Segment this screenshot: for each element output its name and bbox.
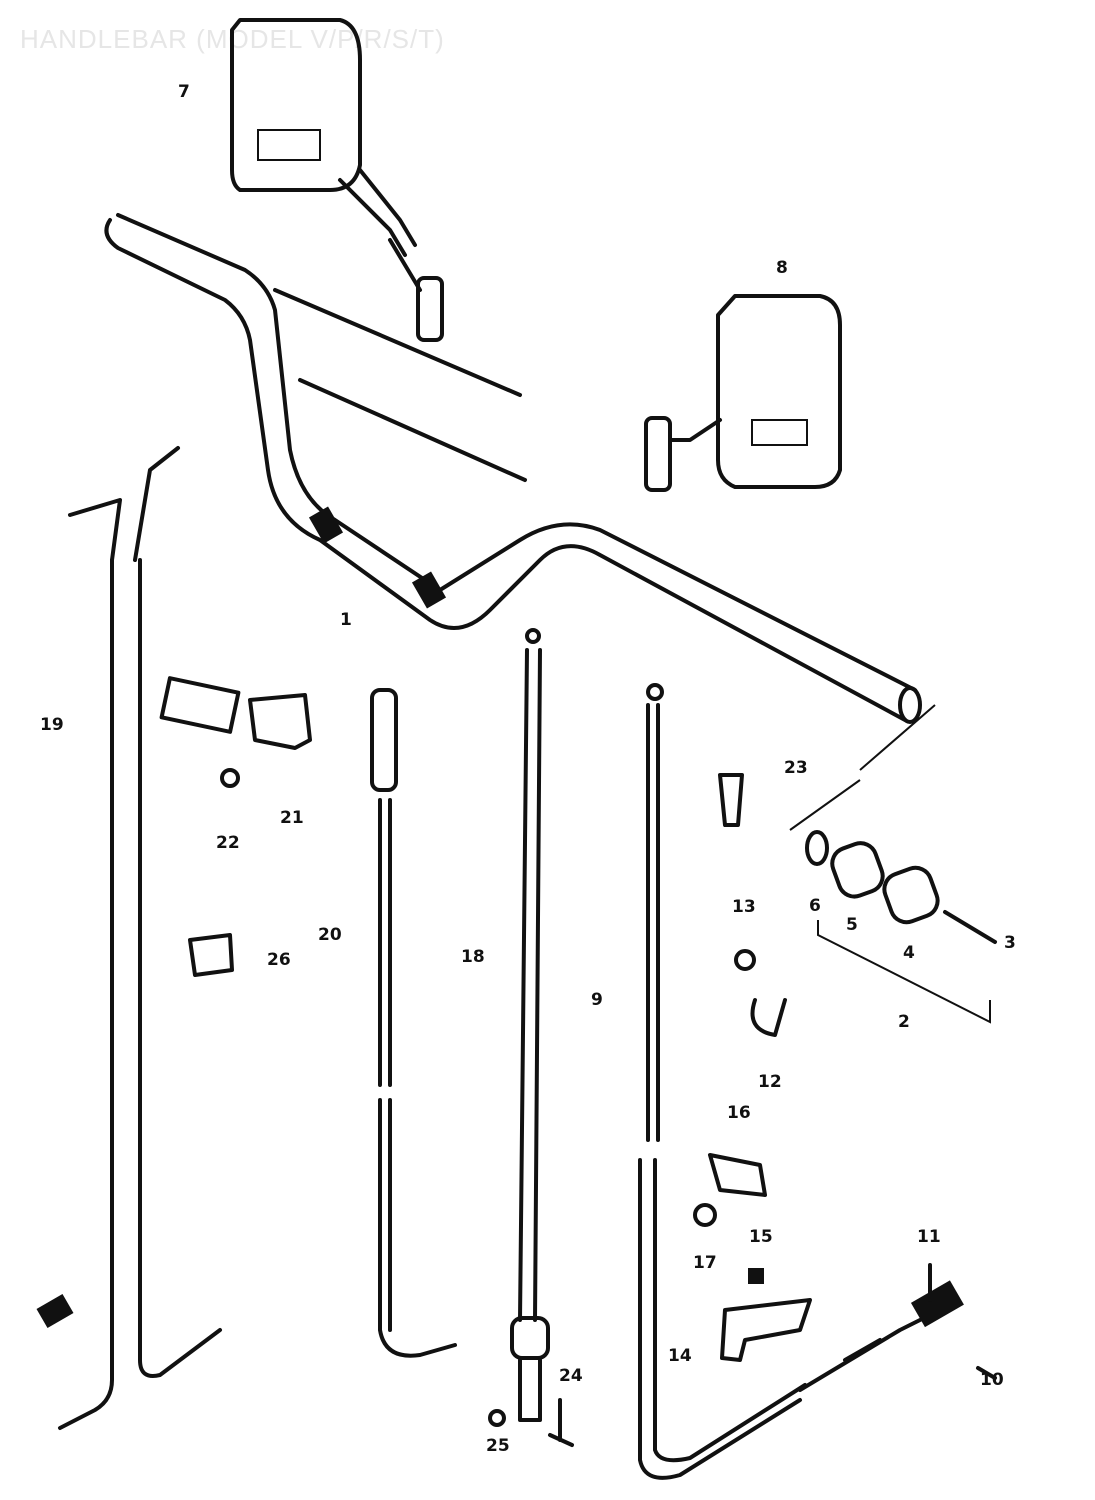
mirror-right xyxy=(644,294,842,492)
throttle-cable xyxy=(36,446,222,1430)
callout-21: 21 xyxy=(280,808,304,828)
callout-8: 8 xyxy=(776,258,788,278)
callout-22: 22 xyxy=(216,833,240,853)
callout-5: 5 xyxy=(846,915,858,935)
callout-11: 11 xyxy=(917,1227,941,1247)
callout-14: 14 xyxy=(668,1346,692,1366)
callout-9: 9 xyxy=(591,990,603,1010)
callout-7: 7 xyxy=(178,82,190,102)
callout-17: 17 xyxy=(693,1253,717,1273)
callout-13: 13 xyxy=(732,897,756,917)
clutch-cable xyxy=(488,628,574,1447)
callout-6: 6 xyxy=(809,896,821,916)
callout-23: 23 xyxy=(784,758,808,778)
callout-4: 4 xyxy=(903,943,915,963)
callout-15: 15 xyxy=(749,1227,773,1247)
callout-16: 16 xyxy=(727,1103,751,1123)
clamp-parts xyxy=(159,676,312,977)
brake-cable xyxy=(638,683,964,1480)
callout-25: 25 xyxy=(486,1436,510,1456)
callout-26: 26 xyxy=(267,950,291,970)
mirror-left xyxy=(230,18,444,342)
callout-1: 1 xyxy=(340,610,352,630)
callout-19: 19 xyxy=(40,715,64,735)
callout-2: 2 xyxy=(898,1012,910,1032)
callout-24: 24 xyxy=(559,1366,583,1386)
callout-3: 3 xyxy=(1004,933,1016,953)
callout-20: 20 xyxy=(318,925,342,945)
choke-cable xyxy=(370,688,457,1358)
callout-12: 12 xyxy=(758,1072,782,1092)
callout-18: 18 xyxy=(461,947,485,967)
balancer-parts xyxy=(693,704,997,1380)
handlebar xyxy=(104,213,922,724)
callout-10: 10 xyxy=(980,1370,1004,1390)
